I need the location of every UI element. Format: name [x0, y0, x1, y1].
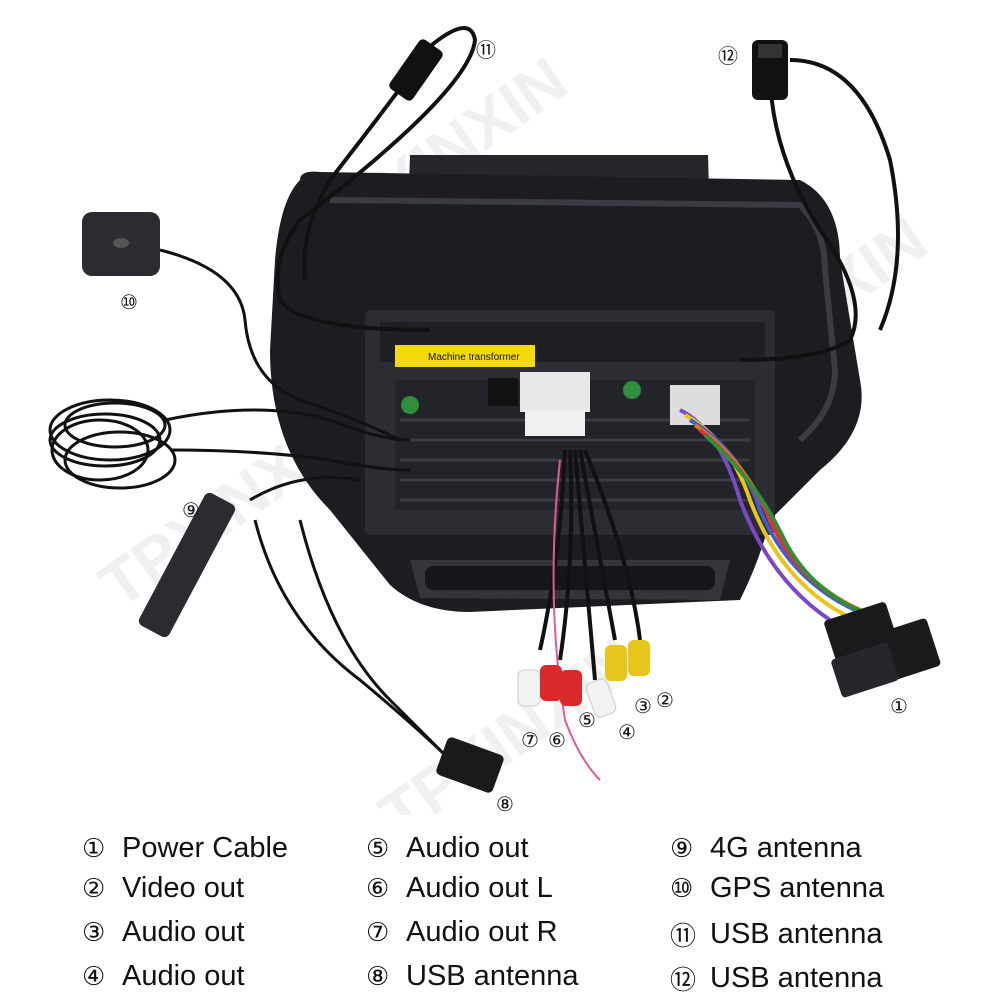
legend-num: ⑨	[670, 833, 694, 864]
legend-num: ⑪	[670, 922, 697, 952]
legend-num: ⑧	[366, 961, 390, 992]
label-sticker	[395, 345, 535, 367]
callout-4: ④	[618, 720, 636, 744]
legend-num: ⑩	[670, 873, 694, 904]
legend-item-10: ⑩ GPS antenna	[670, 872, 884, 905]
legend-num: ⑥	[366, 873, 390, 904]
legend-item-7: ⑦ Audio out R	[366, 916, 558, 949]
legend-label: 4G antenna	[710, 832, 862, 864]
legend-label: Audio out	[122, 916, 245, 948]
legend-label: Audio out L	[406, 872, 553, 904]
callout-7: ⑦	[521, 728, 539, 752]
cable-usb-12	[739, 58, 900, 362]
power-wires	[679, 408, 879, 622]
legend-item-12: ⑫ USB antenna	[670, 960, 883, 997]
legend-label: Power Cable	[122, 832, 289, 864]
legend-item-2: ② Video out	[82, 872, 244, 905]
legend-item-1: ① Power Cable	[82, 832, 288, 865]
legend-label: Audio out	[122, 960, 245, 992]
legend-num: ⑤	[366, 833, 390, 864]
legend-item-4: ④ Audio out	[82, 960, 245, 993]
4g-antenna	[138, 492, 236, 638]
legend: ① Power Cable ② Video out ③ Audio out ④ …	[0, 820, 1000, 1000]
callout-8: ⑧	[496, 792, 514, 816]
usb-8-plug	[436, 737, 504, 793]
legend-num: ②	[82, 873, 106, 904]
legend-num: ③	[82, 917, 106, 948]
legend-label: USB antenna	[406, 960, 579, 992]
rca-plugs	[517, 640, 650, 718]
legend-label: USB antenna	[710, 918, 883, 950]
coiled-cable	[48, 398, 411, 490]
legend-label: USB antenna	[710, 962, 883, 994]
legend-item-8: ⑧ USB antenna	[366, 960, 579, 993]
legend-item-3: ③ Audio out	[82, 916, 245, 949]
callout-2: ②	[656, 688, 674, 712]
legend-item-9: ⑨ 4G antenna	[670, 832, 862, 865]
callout-6: ⑥	[548, 728, 566, 752]
legend-label: Audio out	[406, 832, 529, 864]
power-connectors	[824, 602, 941, 698]
callout-12: ⑫	[718, 44, 738, 68]
legend-label: GPS antenna	[710, 872, 885, 904]
label-sticker-text: Machine transformer	[428, 352, 520, 363]
legend-item-11: ⑪ USB antenna	[670, 916, 883, 953]
product-photo: TPXINXIN TPXINXIN TPXINXIN TPXINXIN Mach…	[48, 26, 941, 815]
legend-item-5: ⑤ Audio out	[366, 832, 529, 865]
legend-num: ①	[82, 833, 106, 864]
legend-label: Audio out R	[406, 916, 558, 948]
callout-3: ③	[634, 694, 652, 718]
legend-num: ⑫	[670, 966, 697, 996]
legend-num: ④	[82, 961, 106, 992]
callout-10: ⑩	[120, 290, 138, 314]
callout-1: ①	[890, 694, 908, 718]
legend-item-6: ⑥ Audio out L	[366, 872, 553, 905]
legend-num: ⑦	[366, 917, 390, 948]
legend-label: Video out	[122, 872, 245, 904]
callout-9: ⑨	[182, 498, 200, 522]
callout-5: ⑤	[578, 708, 596, 732]
callout-11: ⑪	[476, 38, 496, 62]
